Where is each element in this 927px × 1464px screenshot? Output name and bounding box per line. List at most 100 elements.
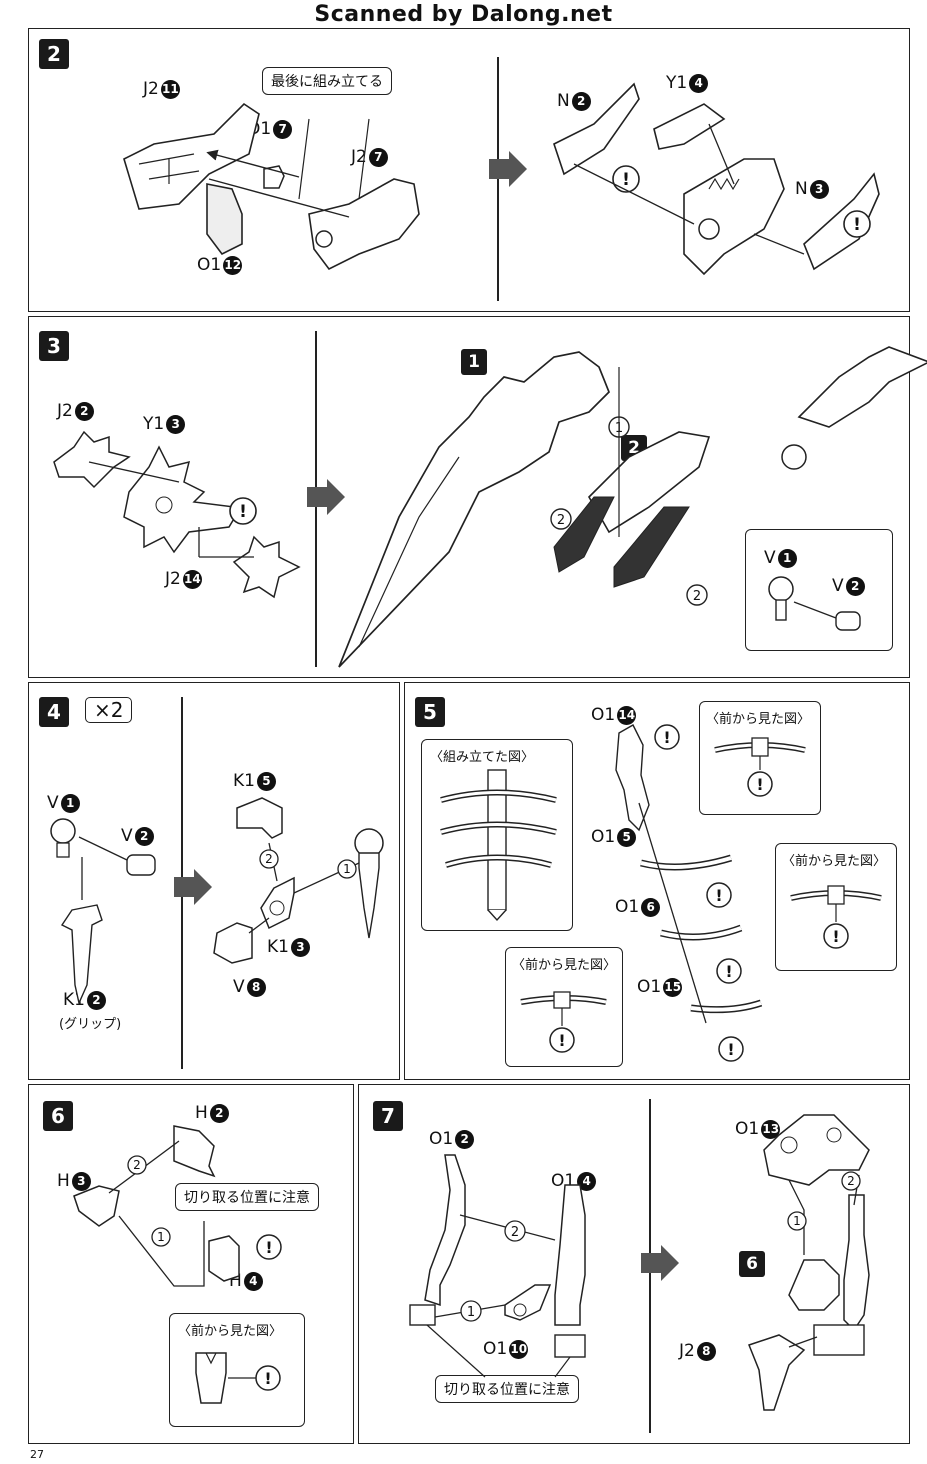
front-view-title: 〈前から見た図〉 xyxy=(512,958,617,973)
step-4-left-drawing xyxy=(50,818,156,1006)
v-parts-drawing xyxy=(768,576,861,631)
circ-1a: 1 xyxy=(467,1305,475,1320)
cut-position-note: 切り取る位置に注意 xyxy=(175,1183,319,1211)
svg-text:!: ! xyxy=(264,1369,271,1388)
front-view-box-3: 〈前から見た図〉 ! xyxy=(505,947,623,1067)
circ-1b: 1 xyxy=(793,1214,801,1228)
step-number: 2 xyxy=(39,39,69,69)
flow-arrow-icon xyxy=(174,869,212,905)
circ-2a: 2 xyxy=(557,513,565,528)
front-view-title: 〈前から見た図〉 xyxy=(782,854,887,869)
step-3-sword-drawing: 1 2 2 xyxy=(338,346,927,668)
sub-step-6: 6 xyxy=(739,1251,765,1277)
svg-text:!: ! xyxy=(622,170,630,190)
flow-arrow-icon xyxy=(641,1245,679,1281)
svg-text:!: ! xyxy=(725,962,732,981)
page-number: 27 xyxy=(30,1448,44,1461)
svg-text:!: ! xyxy=(265,1238,272,1257)
circ-2a: 2 xyxy=(511,1225,519,1240)
circ-2: 2 xyxy=(133,1158,141,1172)
times-badge: ×2 xyxy=(85,697,133,723)
svg-text:!: ! xyxy=(832,927,839,946)
svg-text:!: ! xyxy=(756,775,763,794)
step-2-left-drawing xyxy=(123,102,420,271)
step-3-left-drawing: ! xyxy=(53,430,301,599)
front-view-drawing: ! xyxy=(195,1352,281,1404)
svg-text:!: ! xyxy=(663,728,670,747)
front-view-title: 〈前から見た図〉 xyxy=(706,712,811,727)
step-4-right-drawing: 2 1 xyxy=(213,797,384,964)
svg-text:!: ! xyxy=(239,502,247,522)
flow-arrow-icon xyxy=(307,479,345,515)
step-7-left-drawing: 2 1 xyxy=(409,1154,586,1378)
front-view-box: 〈前から見た図〉 ! xyxy=(169,1313,305,1427)
step-7-right-drawing: 2 1 xyxy=(748,1114,870,1411)
svg-text:!: ! xyxy=(853,215,861,235)
sub-step-1: 1 xyxy=(461,349,487,375)
step-number: 4 xyxy=(39,697,69,727)
svg-text:!: ! xyxy=(715,886,722,905)
circ-2: 2 xyxy=(265,852,273,866)
step-number: 6 xyxy=(43,1101,73,1131)
svg-text:!: ! xyxy=(727,1040,734,1059)
front-view-drawing: ! xyxy=(714,737,806,797)
assembled-spine-drawing xyxy=(440,769,557,922)
flow-arrow-icon xyxy=(489,151,527,187)
step-6-drawing: ! 2 1 xyxy=(73,1125,282,1287)
step-5-ribs-drawing: ! ! ! ! xyxy=(615,724,763,1062)
front-view-box-1: 〈前から見た図〉 ! xyxy=(699,701,821,815)
circ-1: 1 xyxy=(343,862,351,876)
front-view-drawing: ! xyxy=(520,991,607,1053)
step-number: 5 xyxy=(415,697,445,727)
step-2-right-drawing: ! ! xyxy=(553,82,880,276)
assembled-view-title: 〈組み立てた図〉 xyxy=(430,750,535,765)
cut-position-note: 切り取る位置に注意 xyxy=(435,1375,579,1403)
front-view-title: 〈前から見た図〉 xyxy=(178,1324,283,1339)
grip-note: (グリップ) xyxy=(59,1017,122,1032)
front-view-drawing: ! xyxy=(790,885,882,949)
svg-text:!: ! xyxy=(558,1031,565,1050)
step-number: 7 xyxy=(373,1101,403,1131)
circ-1: 1 xyxy=(157,1230,165,1244)
assembled-view-box: 〈組み立てた図〉 xyxy=(421,739,573,931)
watermark: Scanned by Dalong.net xyxy=(314,2,613,27)
circ-2b: 2 xyxy=(693,589,701,604)
front-view-box-2: 〈前から見た図〉 ! xyxy=(775,843,897,971)
circ-2b: 2 xyxy=(847,1174,855,1188)
callout-assemble-last: 最後に組み立てる xyxy=(262,67,392,95)
step-number: 3 xyxy=(39,331,69,361)
